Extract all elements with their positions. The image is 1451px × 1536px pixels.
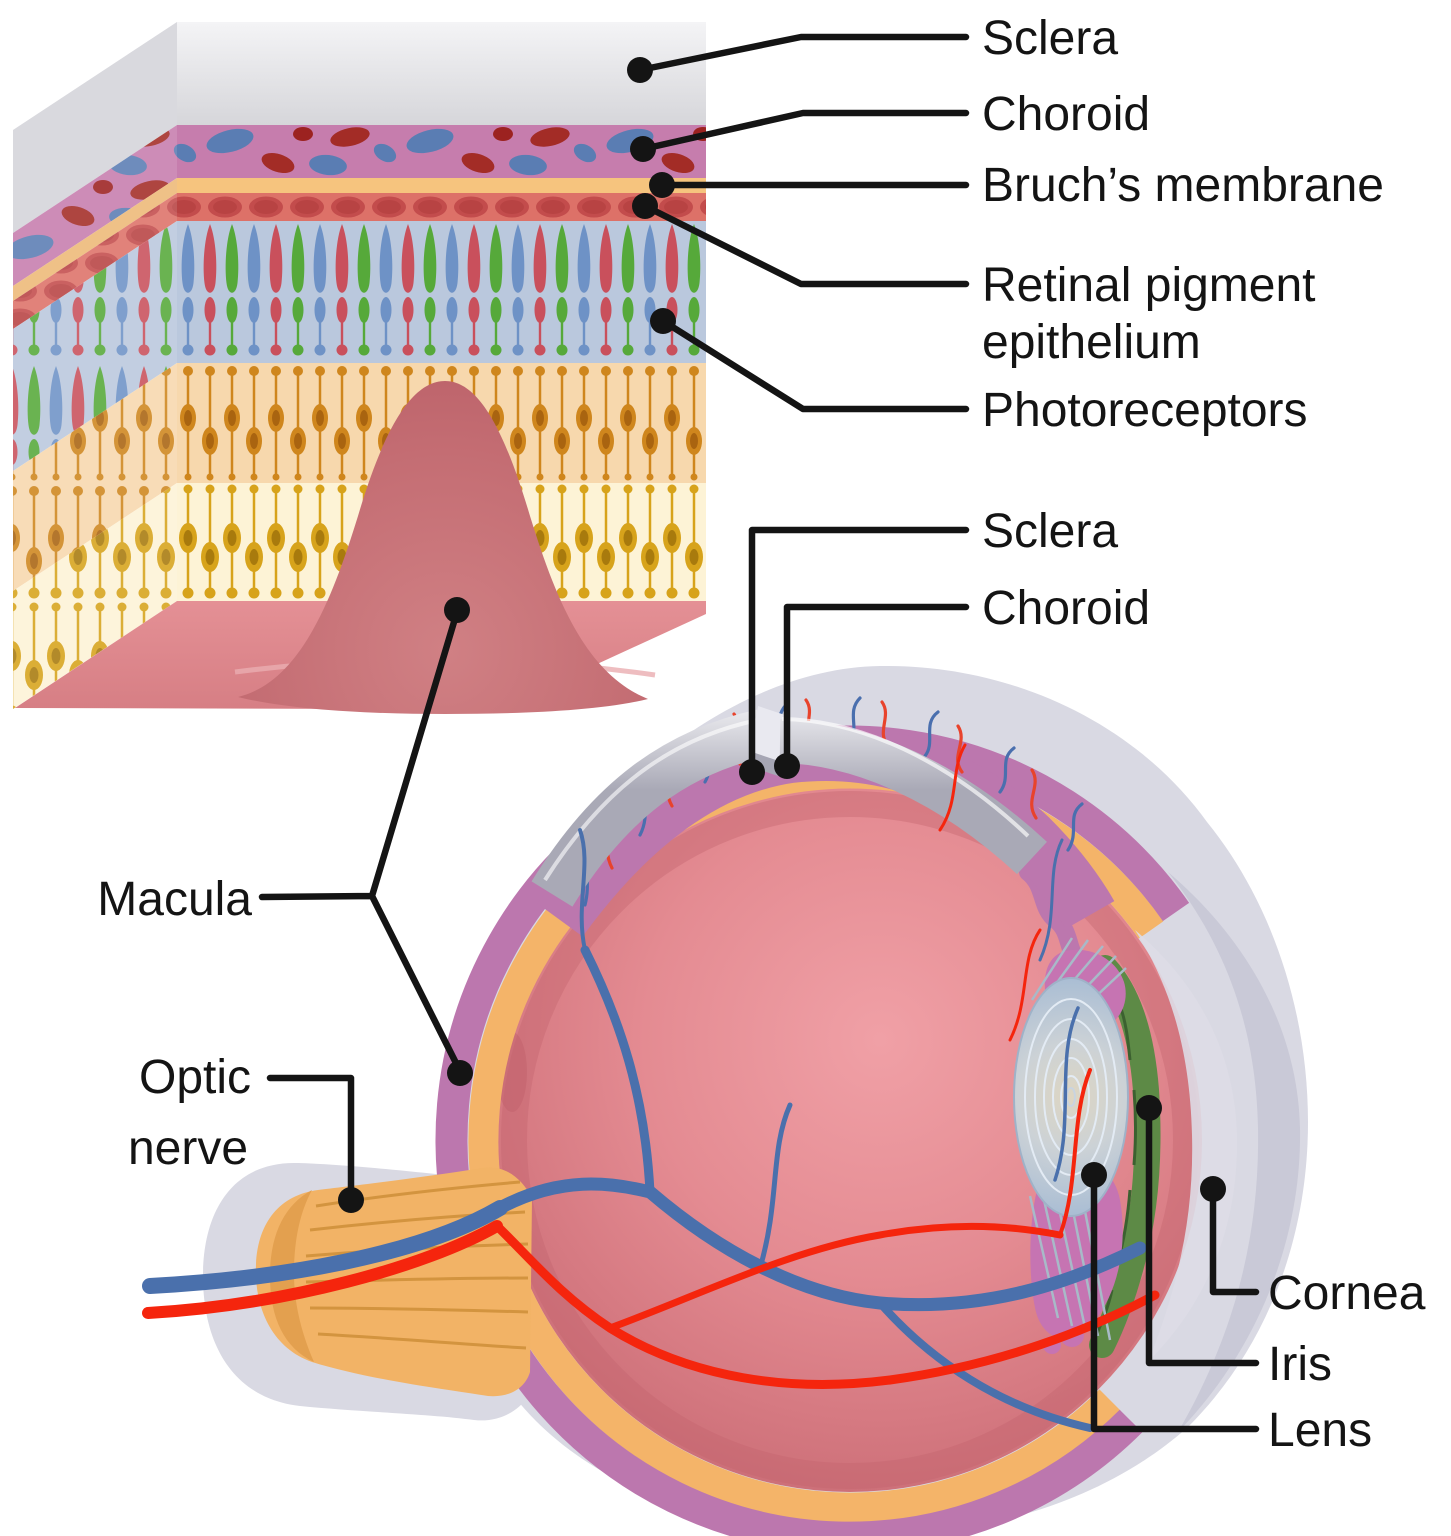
front-bruchs-layer [177,178,706,193]
sclera-cut-step-face [750,706,788,764]
sclera-cut-piece-right [779,719,1047,875]
side-ganglion-layer [13,483,177,709]
sclera-cut-piece-left [531,709,768,907]
leader-lens [1090,1175,1260,1433]
label-rpe-line2: epithelium [982,316,1201,369]
side-bruchs-layer [13,178,177,301]
lens [1013,977,1129,1217]
macula-dome [238,381,648,714]
leader-sclera-eye [748,526,970,772]
label-sclera-eye: Sclera [982,505,1118,558]
retinal-layer-block [13,22,706,714]
label-iris: Iris [1268,1338,1332,1391]
retinal-artery-branches [492,743,1160,1389]
sclera-cut-piece-left-highlight [543,718,759,882]
label-photoreceptors: Photoreceptors [982,384,1308,437]
front-photoreceptor-layer [177,221,706,363]
label-rpe-line1: Retinal pigment [982,259,1316,312]
central-retinal-artery [142,1220,503,1319]
dot-rpe [632,193,658,219]
dot-macula-eye [447,1060,473,1086]
leader-sclera-top [636,33,970,74]
sclera-cut-step-shadow [748,752,782,776]
leader-cornea [1209,1189,1260,1296]
label-optic-line2: nerve [128,1122,248,1175]
vitreous-rim-shade [501,791,1199,1489]
central-retinal-vein [142,1200,508,1294]
side-bipolar-layer [13,363,177,591]
dot-sclera-top [627,57,653,83]
dot-optic-nerve [338,1187,364,1213]
leader-photoreceptors [659,317,970,413]
label-bruchs-membrane: Bruch’s membrane [982,159,1384,212]
dot-macula-block [444,597,470,623]
sclera-cut-piece-right-highlight [781,717,1030,838]
front-rpe-layer [177,193,706,221]
dot-iris [1136,1095,1162,1121]
leader-optic-nerve [266,1074,355,1200]
leader-choroid-top [639,109,970,153]
side-face-light-wash [13,22,177,709]
label-lens: Lens [1268,1404,1372,1457]
label-macula: Macula [97,873,252,926]
vitreous-interior [498,788,1202,1492]
label-sclera-top: Sclera [982,12,1118,65]
retinal-vein-branches [493,828,1147,1432]
side-choroid-layer [13,125,177,286]
dot-choroid-top [630,136,656,162]
label-cornea: Cornea [1268,1267,1426,1320]
annotations: Sclera Choroid Bruch’s membrane Retinal … [97,12,1425,1457]
dot-bruchs-membrane [649,172,675,198]
block-side-face [13,22,177,709]
front-sclera-layer [177,22,706,125]
leader-iris [1145,1108,1260,1367]
cornea-dome [1168,872,1301,1432]
label-choroid-top: Choroid [982,88,1150,141]
dot-lens [1081,1162,1107,1188]
leader-macula [258,608,464,1075]
leader-rpe [641,202,970,288]
side-photoreceptor-layer [13,221,177,471]
label-optic-line1: Optic [139,1051,251,1104]
eyeball-cross-section [142,665,1308,1536]
dot-photoreceptors [650,308,676,334]
dot-choroid-eye [774,753,800,779]
dot-sclera-eye [739,759,765,785]
front-choroid-layer [177,125,706,178]
side-rpe-layer [13,193,177,329]
side-sclera-layer [13,22,177,233]
leader-choroid-eye [783,603,970,766]
label-choroid-eye: Choroid [982,582,1150,635]
dot-cornea [1200,1176,1226,1202]
